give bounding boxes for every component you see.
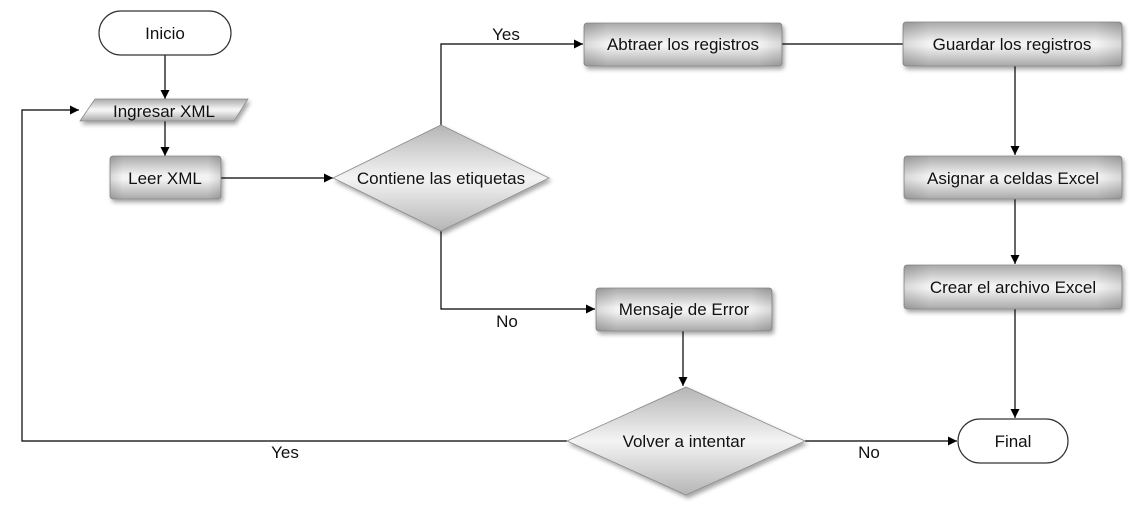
- node-final-label: Final: [995, 432, 1032, 451]
- node-leer-xml: Leer XML: [109, 155, 222, 200]
- node-inicio: Inicio: [98, 10, 232, 56]
- edge-contiene-yes-to-abtraer: [440, 39, 583, 125]
- node-ingresar-xml-label: Ingresar XML: [113, 102, 215, 121]
- node-inicio-label: Inicio: [145, 24, 185, 43]
- edge-volver-yes-to-ingresar: [21, 105, 567, 442]
- node-ingresar-xml: Ingresar XML: [79, 98, 249, 122]
- node-mensaje-error-label: Mensaje de Error: [619, 300, 750, 319]
- node-volver: Volver a intentar: [566, 386, 806, 496]
- node-contiene: Contiene las etiquetas: [332, 124, 550, 232]
- node-asignar-label: Asignar a celdas Excel: [927, 169, 1099, 188]
- node-mensaje-error: Mensaje de Error: [595, 287, 773, 332]
- edges: [21, 39, 1020, 446]
- node-crear: Crear el archivo Excel: [903, 264, 1123, 310]
- node-guardar: Guardar los registros: [902, 21, 1123, 67]
- node-leer-xml-label: Leer XML: [128, 169, 202, 188]
- node-abtraer-label: Abtraer los registros: [607, 35, 759, 54]
- edge-label-contiene-yes: Yes: [492, 25, 520, 44]
- edge-label-contiene-no: No: [496, 312, 518, 331]
- node-abtraer: Abtraer los registros: [583, 22, 783, 67]
- edge-label-volver-no: No: [858, 443, 880, 462]
- node-final: Final: [957, 418, 1069, 464]
- node-asignar: Asignar a celdas Excel: [903, 155, 1123, 200]
- node-crear-label: Crear el archivo Excel: [930, 278, 1096, 297]
- node-contiene-label: Contiene las etiquetas: [357, 169, 525, 188]
- edge-label-volver-yes: Yes: [271, 443, 299, 462]
- node-volver-label: Volver a intentar: [623, 432, 746, 451]
- node-guardar-label: Guardar los registros: [933, 35, 1092, 54]
- edge-contiene-no-to-mensaje: [440, 231, 595, 314]
